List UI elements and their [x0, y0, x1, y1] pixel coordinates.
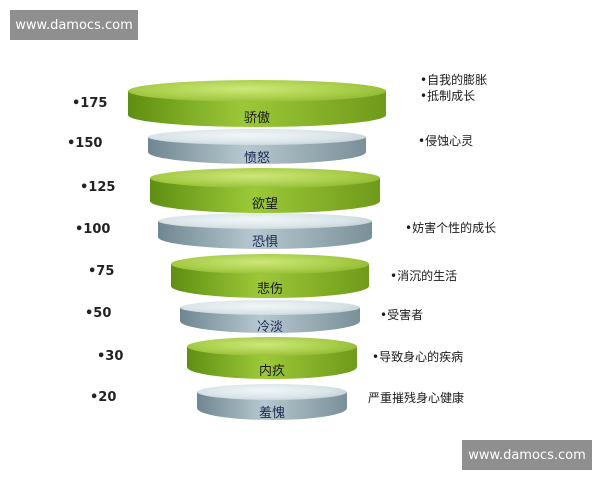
- effect-item: •抵制成长: [420, 89, 476, 103]
- funnel-layer-1: 骄傲: [128, 80, 386, 127]
- effect-item: 严重摧残身心健康: [368, 391, 465, 405]
- effect-list: •妨害个性的成长: [405, 220, 496, 236]
- funnel-layer-4: 恐惧: [158, 213, 372, 250]
- effect-list: •侵蚀心灵: [418, 133, 473, 149]
- effect-list: •导致身心的疾病: [372, 349, 463, 365]
- level-value: •75: [88, 264, 115, 279]
- funnel-layer-7: 内疚: [187, 337, 357, 379]
- emotion-label: 愤怒: [243, 150, 270, 166]
- funnel-layer-8: 羞愧: [197, 384, 347, 421]
- effect-list: •受害者: [380, 307, 423, 323]
- emotion-label: 内疚: [258, 363, 285, 379]
- level-value: •125: [80, 180, 116, 195]
- effect-item: •导致身心的疾病: [372, 350, 464, 364]
- effect-list: •自我的膨胀 •抵制成长: [420, 72, 487, 104]
- funnel-layer-6: 冷淡: [180, 300, 360, 335]
- level-value: •175: [72, 96, 108, 111]
- effect-item: •受害者: [380, 308, 424, 322]
- level-value: •100: [75, 222, 111, 237]
- funnel-layer-top: [197, 384, 347, 400]
- emotion-label: 羞愧: [258, 406, 285, 421]
- emotion-label: 欲望: [251, 196, 278, 212]
- effect-list: •消沉的生活: [390, 268, 457, 284]
- watermark-top: www.damocs.com: [10, 10, 138, 40]
- effect-item: •自我的膨胀: [420, 73, 488, 87]
- effect-item: •消沉的生活: [390, 269, 458, 283]
- effect-item: •侵蚀心灵: [418, 134, 474, 148]
- funnel-layer-top: [171, 254, 369, 274]
- funnel-layer-top: [180, 300, 360, 315]
- emotion-label: 恐惧: [251, 235, 278, 250]
- level-value: •30: [97, 349, 124, 364]
- level-value: •20: [90, 390, 117, 405]
- funnel-layer-2: 愤怒: [148, 129, 366, 166]
- level-value: •50: [85, 306, 112, 321]
- level-value: •150: [67, 136, 103, 151]
- funnel-layer-top: [158, 213, 372, 229]
- emotion-label: 冷淡: [256, 320, 283, 335]
- emotion-label: 悲伤: [256, 282, 283, 297]
- funnel-layer-top: [148, 129, 366, 145]
- effect-item: •妨害个性的成长: [405, 221, 497, 235]
- emotion-label: 骄傲: [243, 110, 270, 126]
- funnel-layer-top: [128, 80, 386, 102]
- effect-list: 严重摧残身心健康: [368, 390, 464, 406]
- funnel-layer-5: 悲伤: [171, 254, 369, 298]
- funnel-layer-top: [187, 337, 357, 356]
- watermark-bottom: www.damocs.com: [462, 440, 592, 470]
- funnel-layer-top: [150, 168, 380, 188]
- funnel-layer-3: 欲望: [150, 168, 380, 213]
